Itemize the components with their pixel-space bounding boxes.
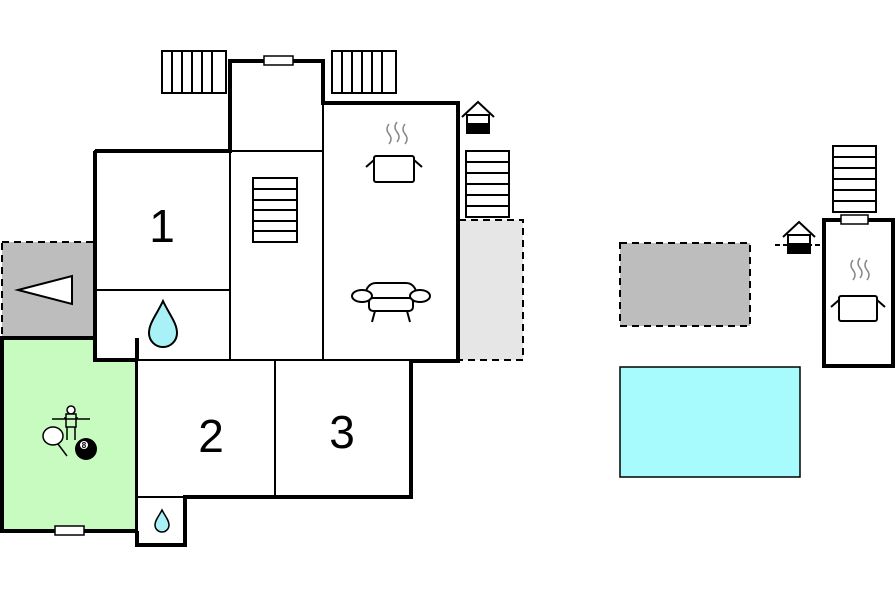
terrace-annex bbox=[619, 242, 751, 327]
stairs-icon bbox=[832, 145, 877, 213]
foosball-icon bbox=[52, 405, 90, 440]
window-icon bbox=[263, 55, 294, 66]
outer-walls bbox=[93, 59, 460, 547]
stairs-icon bbox=[161, 50, 227, 94]
terrace-right bbox=[458, 219, 524, 361]
billiard-ball-label: 8 bbox=[82, 441, 87, 450]
table-tennis-icon bbox=[42, 426, 68, 457]
window-icon bbox=[840, 214, 869, 225]
house-entrance-icon bbox=[461, 100, 495, 134]
room-kitchen-living bbox=[322, 102, 459, 361]
bathroom-drop-icon bbox=[154, 508, 170, 533]
window-icon bbox=[54, 525, 85, 536]
sofa-icon bbox=[351, 282, 431, 323]
room-label-3: 3 bbox=[329, 406, 355, 458]
kitchen-pot-icon bbox=[830, 257, 886, 322]
room-bedroom-1 bbox=[94, 150, 231, 292]
room-entry-nook bbox=[229, 60, 324, 152]
house-entrance-icon bbox=[775, 220, 824, 254]
stairs-icon bbox=[465, 150, 510, 218]
bathroom-drop-icon bbox=[147, 298, 179, 348]
swimming-pool bbox=[619, 366, 801, 478]
room-bedroom-2 bbox=[136, 359, 276, 498]
kitchen-pot-icon bbox=[365, 121, 423, 183]
arrow-icon bbox=[14, 274, 73, 306]
stairs-icon bbox=[331, 50, 397, 94]
stairs-icon bbox=[252, 177, 298, 243]
room-label-2: 2 bbox=[198, 410, 224, 462]
annex-kitchen bbox=[822, 218, 895, 368]
billiard-ball-icon: 8 bbox=[75, 438, 97, 460]
activity-room bbox=[0, 336, 139, 533]
room-label-1: 1 bbox=[149, 200, 175, 252]
